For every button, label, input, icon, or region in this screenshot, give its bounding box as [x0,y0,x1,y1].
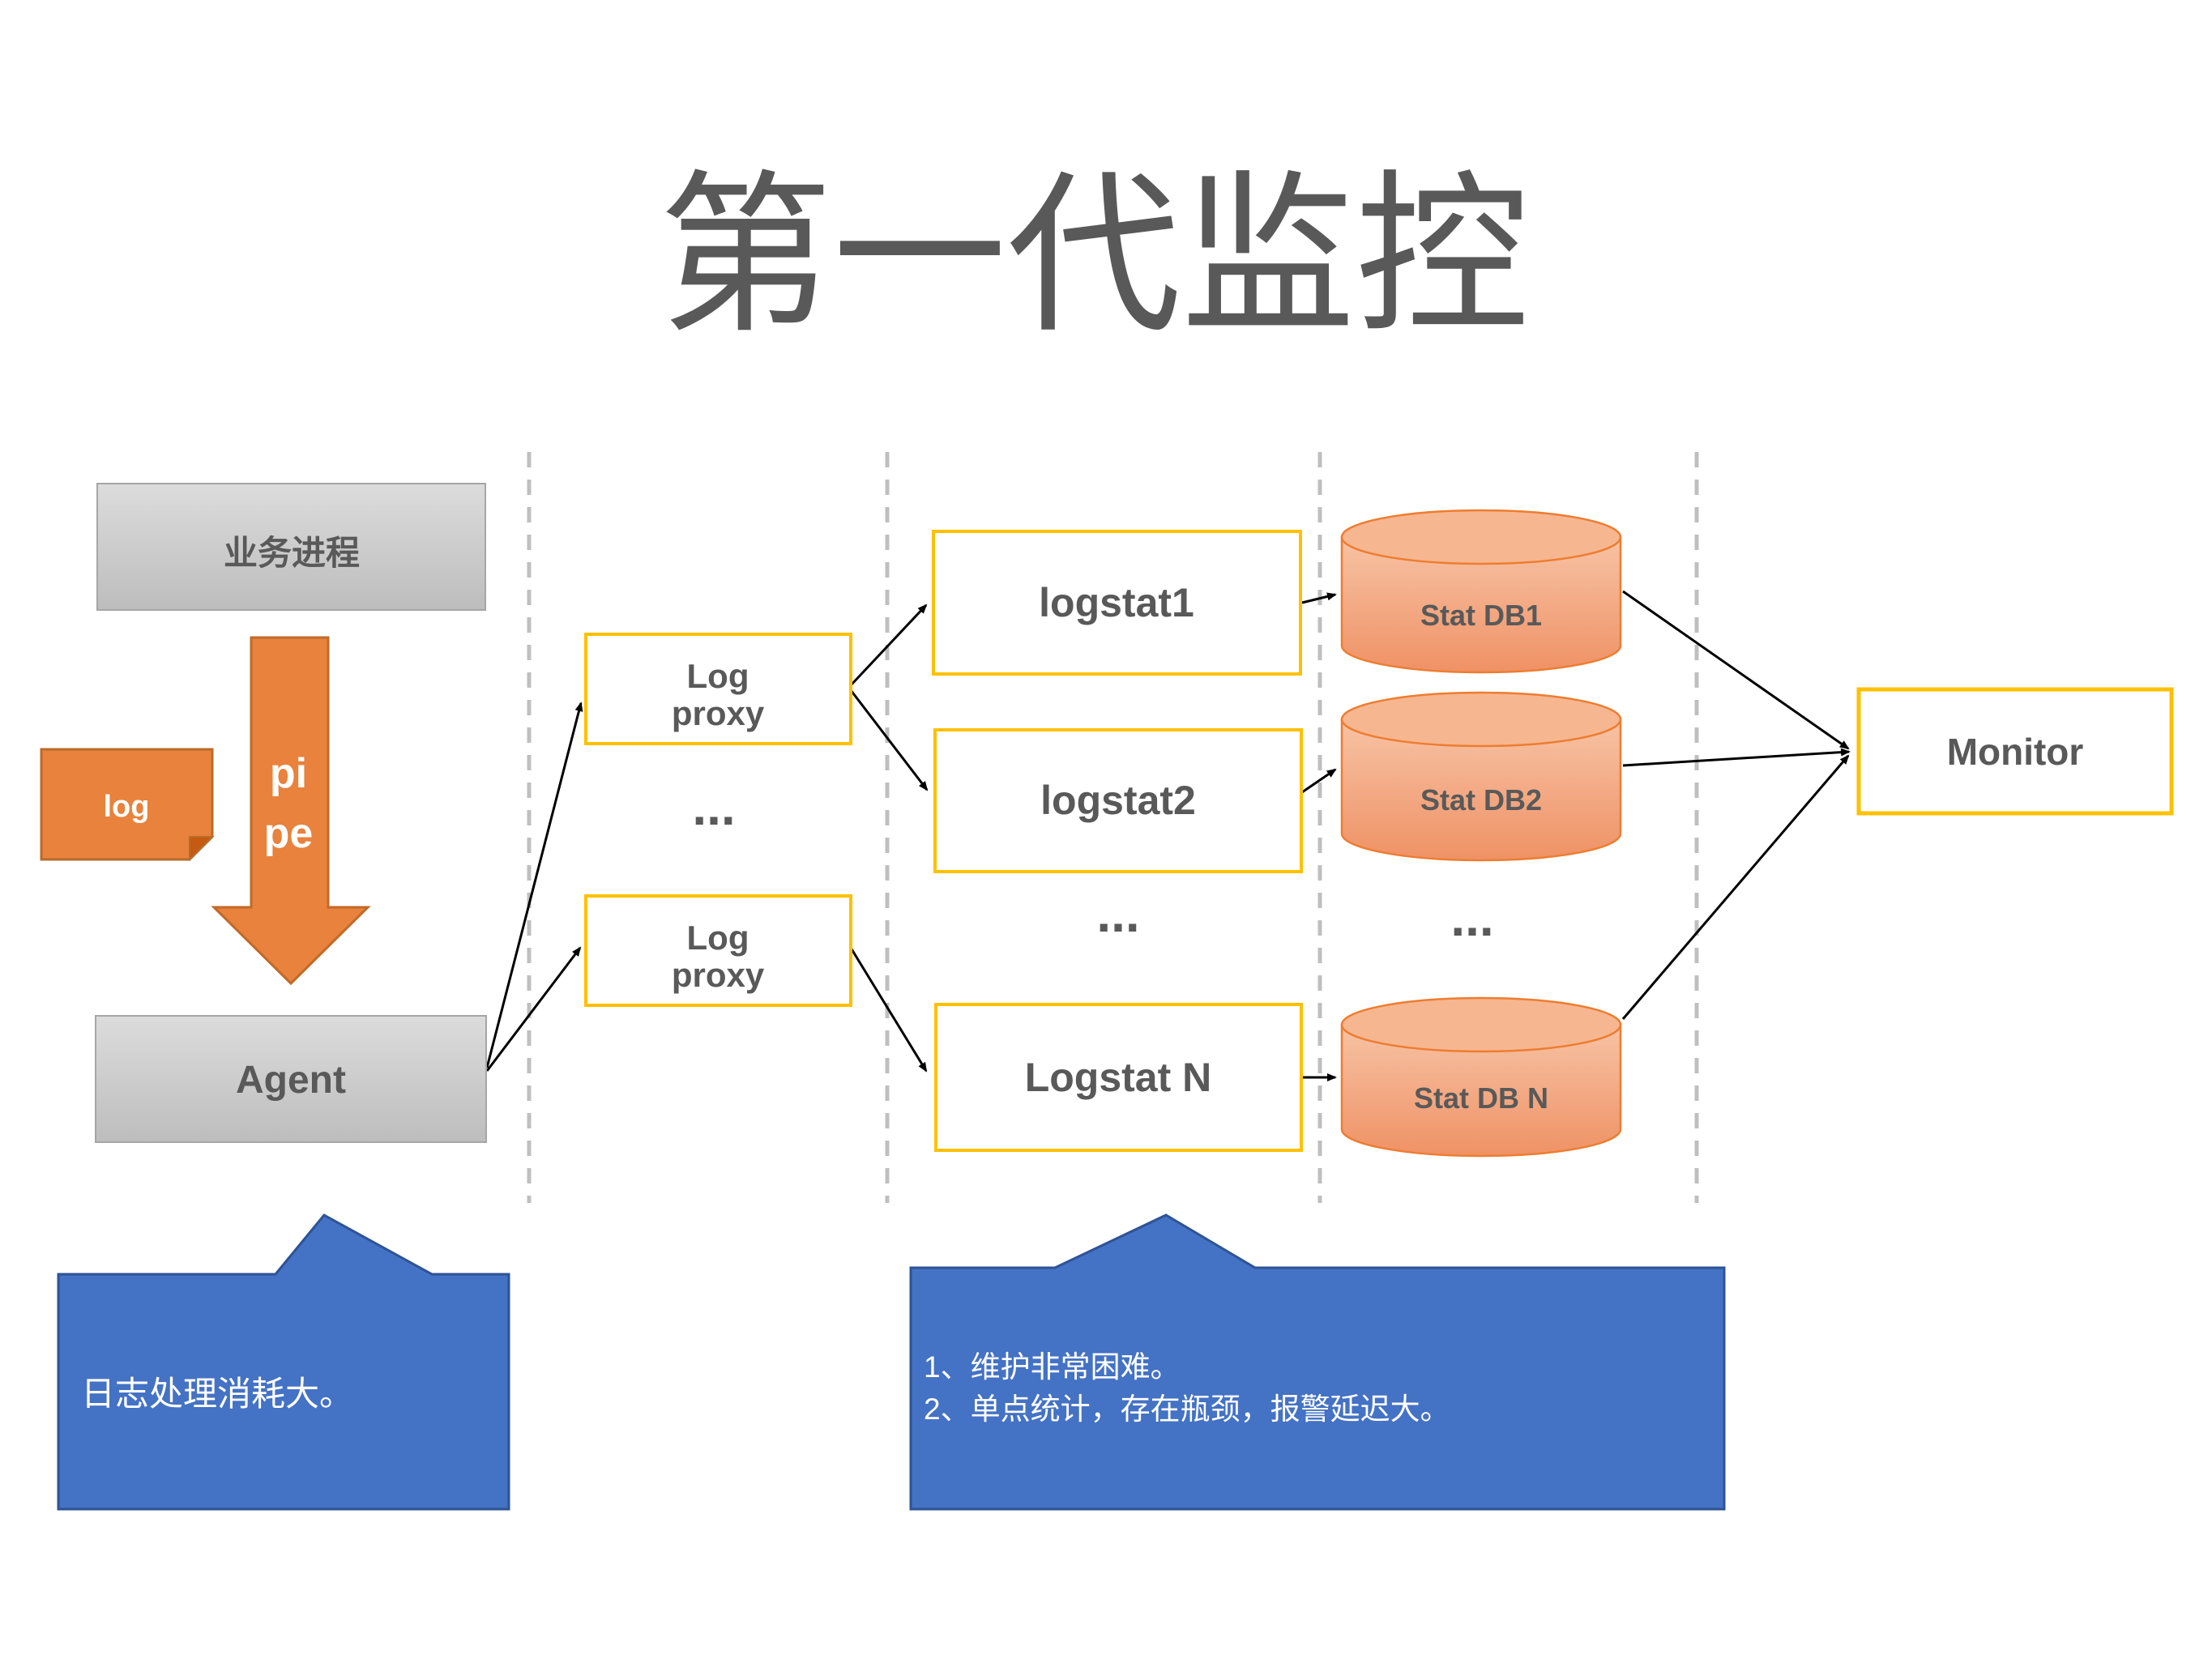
arrow-proxy1-to-logstat2 [849,689,929,791]
logstat-n-box: Logstat N [934,1003,1303,1152]
pipe-label-line1: pi [270,750,307,797]
pipe-label-line2: pe [264,810,314,857]
log-proxy-box-2: Log proxy [584,894,852,1007]
log-proxy-2-line2: proxy [672,956,765,994]
agent-label: Agent [236,1059,346,1102]
right-callout: 1、维护非常困难。 2、单点统计，存在瓶颈，报警延迟大。 [909,1213,1726,1511]
log-proxy-box-1: Log proxy [584,633,852,745]
agent-box: Agent [95,1015,487,1143]
arrow-logstat1-to-db1 [1301,592,1337,604]
stat-db-n-top [1340,996,1622,1053]
connector-arrows [485,590,1851,1081]
arrow-agent-to-proxy1 [485,702,583,1068]
stat-db1-body [1340,535,1622,674]
stat-db-n-label: Stat DB N [1414,1081,1548,1115]
business-process-label: 业务进程 [224,534,360,572]
proxy-column-ellipsis: ... [692,778,735,836]
business-process-box: 业务进程 [96,483,486,611]
stat-db1-cylinder: Stat DB1 [1340,509,1622,674]
logstat1-rect [932,530,1302,676]
logstat2-rect [933,728,1303,873]
monitor-box: Monitor [1856,687,2174,816]
logstat-n-rect [934,1003,1303,1152]
monitor-rect [1856,687,2174,816]
stat-db-n-body [1340,1023,1622,1158]
log-note-fold [189,836,215,862]
stat-db2-top [1340,691,1622,748]
arrow-dbn-to-monitor [1621,754,1850,1020]
arrow-proxy2-to-logstatn [849,947,928,1073]
stat-db-n-cylinder: Stat DB N [1340,996,1622,1158]
log-note-label: log [104,790,150,824]
stat-db2-body [1340,718,1622,862]
logstat2-box: logstat2 [933,728,1303,873]
column-dividers [527,452,1699,1203]
log-proxy-1-rect [584,633,852,745]
logstat2-label: logstat2 [1040,778,1196,823]
pipe-arrow: pi pe [211,636,371,986]
left-callout-text: 日志处理消耗大。 [81,1375,353,1413]
log-proxy-1-line2: proxy [672,694,765,732]
log-proxy-1-line1: Log [687,657,749,695]
logstat1-label: logstat1 [1039,580,1194,625]
right-callout-line2: 2、单点统计，存在瓶颈，报警延迟大。 [924,1392,1450,1426]
right-callout-shape [909,1213,1726,1511]
logstat-n-label: Logstat N [1025,1055,1212,1100]
stat-db2-cylinder: Stat DB2 [1340,691,1622,862]
left-callout: 日志处理消耗大。 [57,1213,510,1511]
arrow-agent-to-proxy2 [485,946,582,1072]
stat-db2-label: Stat DB2 [1420,783,1542,817]
logstat1-box: logstat1 [932,530,1302,676]
stat-db1-label: Stat DB1 [1420,599,1542,632]
arrow-db1-to-monitor [1622,590,1850,750]
log-proxy-2-line1: Log [687,919,749,957]
pipe-arrow-shape [211,636,371,986]
log-note: log [40,748,215,862]
db-column-ellipsis: ... [1450,889,1493,947]
logstat-column-ellipsis: ... [1096,885,1139,943]
stat-db1-top [1340,509,1622,565]
log-proxy-2-rect [584,894,852,1007]
business-process-rect [96,483,486,611]
agent-rect [95,1015,487,1143]
right-callout-line1: 1、维护非常困难。 [924,1350,1181,1384]
arrow-logstat2-to-db2 [1301,768,1337,794]
arrow-db2-to-monitor [1622,748,1851,767]
left-callout-shape [57,1213,510,1511]
monitor-label: Monitor [1947,731,2084,773]
slide-title: 第一代监控 [659,160,1530,354]
arrow-proxy1-to-logstat1 [849,603,928,687]
